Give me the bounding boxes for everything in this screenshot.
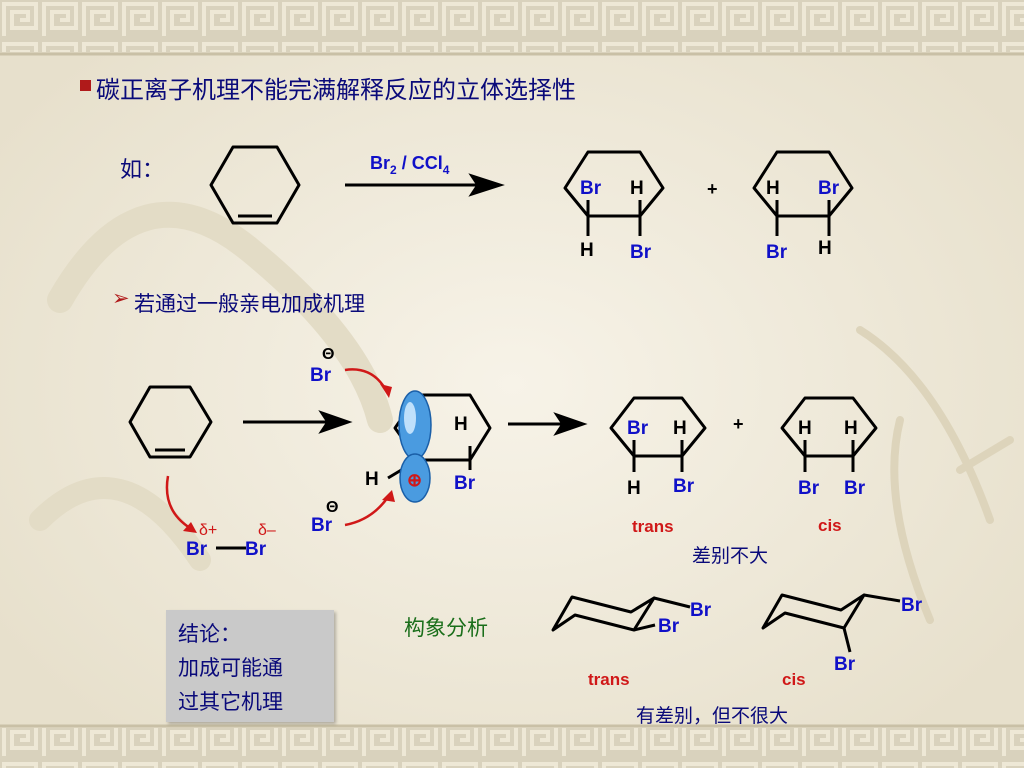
atom-br: Br bbox=[818, 178, 840, 199]
atom-br: Br bbox=[245, 539, 267, 560]
atom-br: Br bbox=[673, 476, 695, 497]
conformation-note: 有差别，但不很大 bbox=[636, 705, 789, 727]
example-label: 如： bbox=[120, 158, 165, 183]
atom-h: H bbox=[798, 418, 812, 439]
atom-h: H bbox=[844, 418, 858, 439]
atom-h: H bbox=[673, 418, 687, 439]
p-orbital-bottom bbox=[399, 453, 431, 503]
cis-label: cis bbox=[782, 670, 806, 689]
title-bullet bbox=[80, 80, 91, 91]
delta-minus: δ– bbox=[258, 522, 276, 539]
mechanism-subtitle: 若通过一般亲电加成机理 bbox=[134, 292, 365, 316]
page-title: 碳正离子机理不能完满解释反应的立体选择性 bbox=[96, 76, 576, 104]
atom-h: H bbox=[580, 240, 594, 261]
atom-br: Br bbox=[454, 473, 476, 494]
atom-br: Br bbox=[630, 242, 652, 263]
atom-h: H bbox=[630, 178, 644, 199]
atom-h: H bbox=[818, 238, 832, 259]
difference-note: 差别不大 bbox=[692, 545, 769, 567]
atom-br: Br bbox=[834, 654, 856, 675]
top-border bbox=[0, 0, 1024, 52]
atom-br: Br bbox=[186, 539, 208, 560]
atom-h: H bbox=[627, 478, 641, 499]
plus-sign: + bbox=[733, 414, 744, 434]
atom-br: Br bbox=[766, 242, 788, 263]
atom-br: Br bbox=[627, 418, 649, 439]
atom-br: Br bbox=[658, 616, 680, 637]
atom-h: H bbox=[365, 469, 379, 490]
bottom-border bbox=[0, 728, 1024, 768]
conclusion-box: 结论： 加成可能通 过其它机理 bbox=[166, 610, 334, 722]
conformation-label: 构象分析 bbox=[404, 616, 488, 640]
trans-label: trans bbox=[632, 517, 674, 536]
atom-br: Br bbox=[844, 478, 866, 499]
cyclohexene-ring-bottom bbox=[128, 385, 213, 459]
atom-br: Br bbox=[580, 178, 602, 199]
atom-h: H bbox=[766, 178, 780, 199]
atom-br: Br bbox=[901, 595, 923, 616]
cis-label: cis bbox=[818, 516, 842, 535]
conclusion-heading: 结论： bbox=[178, 622, 241, 646]
delta-plus: δ+ bbox=[199, 522, 217, 539]
plus-sign: + bbox=[707, 179, 718, 199]
arrow-bullet-icon: ➢ bbox=[112, 286, 130, 310]
atom-br: Br bbox=[311, 515, 333, 536]
negative-charge: Θ bbox=[326, 499, 338, 516]
atom-br: Br bbox=[690, 600, 712, 621]
cyclohexene-ring-top bbox=[209, 145, 301, 225]
reagent-label: Br2 / CCl4 bbox=[370, 153, 450, 177]
atom-br: Br bbox=[310, 365, 332, 386]
atom-br: Br bbox=[798, 478, 820, 499]
conclusion-line: 加成可能通 bbox=[178, 656, 283, 680]
conclusion-line: 过其它机理 bbox=[178, 690, 283, 714]
trans-label: trans bbox=[588, 670, 630, 689]
atom-h: H bbox=[454, 414, 468, 435]
positive-charge: ⊕ bbox=[407, 470, 422, 490]
negative-charge: Θ bbox=[322, 346, 334, 363]
